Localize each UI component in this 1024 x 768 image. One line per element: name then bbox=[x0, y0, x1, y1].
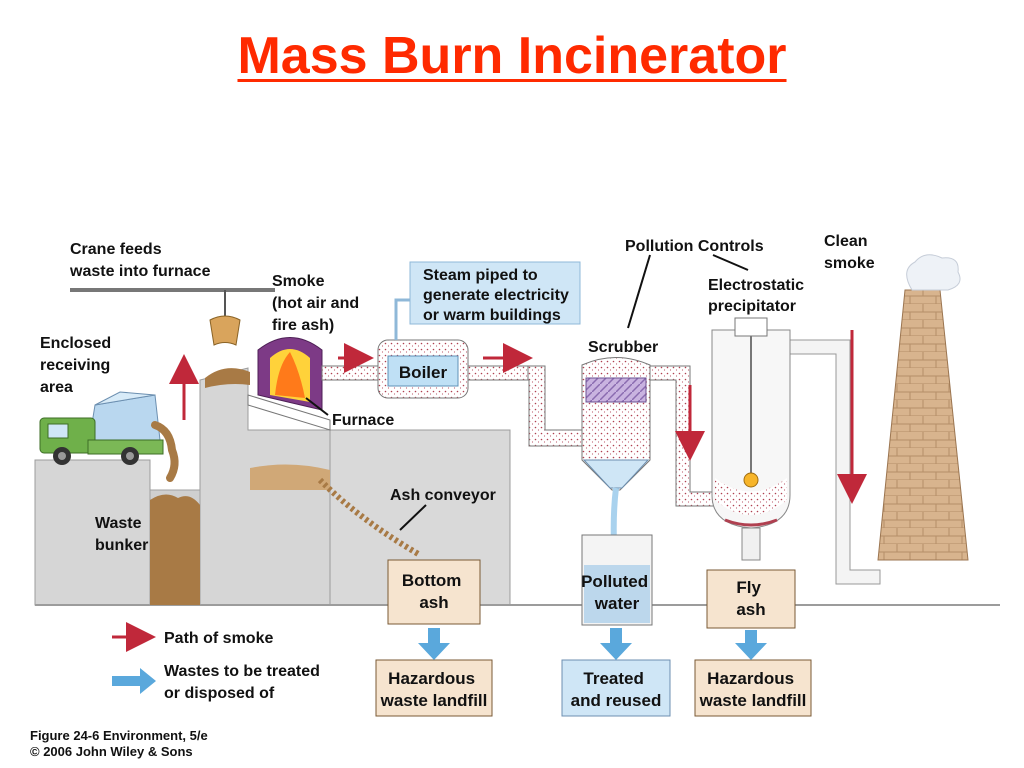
steam-box bbox=[409, 261, 581, 325]
waste-pile bbox=[150, 494, 200, 605]
boiler-label: Boiler bbox=[399, 363, 448, 382]
boiler bbox=[377, 298, 469, 399]
hazardous-landfill-box-2 bbox=[694, 659, 812, 717]
bottom-ash-label: Bottom ash bbox=[402, 571, 466, 612]
legend-smoke-label: Path of smoke bbox=[164, 630, 273, 647]
hazardous-landfill-label-1: Hazardous waste landfill bbox=[380, 669, 488, 710]
page-title: Mass Burn Incinerator bbox=[237, 27, 787, 85]
crane-label: Crane feeds waste into furnace bbox=[69, 241, 211, 280]
waste-arrow bbox=[600, 628, 632, 660]
legend bbox=[112, 622, 156, 694]
furnace bbox=[247, 337, 422, 558]
pointer-line bbox=[305, 397, 329, 416]
crane bbox=[70, 288, 275, 346]
scrubber-label: Scrubber bbox=[588, 339, 658, 356]
polluted-water-label: Polluted water bbox=[581, 572, 653, 613]
electrostatic-precipitator-label: Electrostatic precipitator bbox=[708, 277, 809, 315]
hazardous-landfill-box-1 bbox=[375, 659, 493, 717]
garbage-truck bbox=[39, 391, 179, 482]
pointer-line bbox=[399, 504, 427, 531]
hazardous-landfill-label-2: Hazardous waste landfill bbox=[699, 669, 807, 710]
waste-bunker-label: Waste bunker bbox=[95, 515, 148, 554]
furnace-label: Furnace bbox=[332, 412, 394, 429]
electrostatic-precipitator bbox=[711, 317, 791, 561]
figure-credit: Figure 24-6 Environment, 5/e © 2006 John… bbox=[30, 728, 211, 759]
legend-waste-arrow bbox=[112, 668, 156, 694]
waste-chute-pile bbox=[205, 368, 250, 388]
pointer-line bbox=[712, 254, 749, 271]
waste-arrow bbox=[418, 628, 450, 660]
scrubber bbox=[581, 357, 651, 566]
smoke-label: Smoke (hot air and fire ash) bbox=[272, 273, 364, 334]
steam-label: Steam piped to generate electricity or w… bbox=[423, 267, 573, 324]
pointer-line bbox=[627, 254, 651, 329]
fly-ash-label: Fly ash bbox=[736, 578, 765, 619]
smokestack bbox=[877, 254, 969, 561]
polluted-water-tank bbox=[581, 534, 653, 626]
legend-wastes-label: Wastes to be treated or disposed of bbox=[164, 663, 324, 702]
treated-reused-label: Treated and reused bbox=[571, 669, 662, 710]
receiving-area-label: Enclosed receiving area bbox=[40, 335, 116, 396]
pollution-controls-label: Pollution Controls bbox=[625, 238, 764, 255]
fly-ash-box bbox=[706, 569, 796, 629]
bottom-ash-box bbox=[387, 559, 481, 625]
treated-box bbox=[561, 659, 671, 717]
ash-conveyor-label: Ash conveyor bbox=[390, 487, 496, 504]
waste-arrow bbox=[735, 630, 767, 660]
clean-smoke-label: Clean smoke bbox=[824, 233, 875, 272]
